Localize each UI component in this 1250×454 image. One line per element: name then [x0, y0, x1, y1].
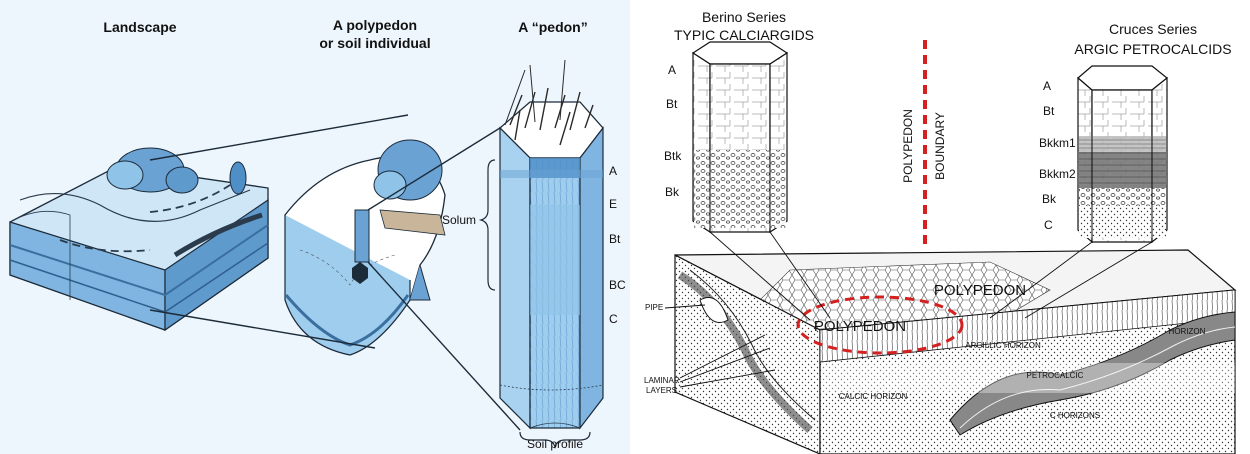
pedon-horizon-label: Bt — [609, 232, 621, 246]
title-landscape: Landscape — [103, 19, 176, 35]
label-petrocalcic: PETROCALCIC — [1027, 371, 1084, 380]
left-panel: Landscape A polypedon or soil individual… — [0, 0, 630, 454]
label-horizon: HORIZON — [1169, 327, 1206, 336]
cruces-series-title: Cruces Series — [1109, 21, 1197, 37]
label-polypedon-large: POLYPEDON — [934, 282, 1026, 299]
berino-horizon-label: A — [668, 63, 676, 77]
title-pedon: A “pedon” — [518, 19, 587, 35]
pedon-horizon-label: E — [609, 197, 617, 211]
title-polypedon-line1: A polypedon — [333, 17, 417, 33]
label-laminar-line1: LAMINAR — [644, 376, 680, 385]
soil-profile-label: Soil profile — [527, 437, 583, 451]
right-panel: Berino Series TYPIC CALCIARGIDS A Bt Btk… — [632, 0, 1250, 454]
pedon-horizon-label: BC — [609, 278, 626, 292]
berino-prism — [693, 42, 787, 232]
cruces-horizon-label: A — [1043, 79, 1051, 93]
boundary-word-boundary: BOUNDARY — [933, 112, 947, 180]
label-c-horizons: C HORIZONS — [1050, 411, 1100, 420]
label-calcic-horizon: CALCIC HORIZON — [839, 392, 908, 401]
pedon-horizon-label: A — [609, 164, 617, 178]
cruces-horizon-label: Bkkm2 — [1039, 167, 1076, 181]
cruces-horizon-label: Bt — [1043, 104, 1055, 118]
label-polypedon-small: POLYPEDON — [814, 318, 906, 335]
berino-horizon-label: Bt — [666, 97, 678, 111]
berino-subtitle: TYPIC CALCIARGIDS — [674, 27, 814, 43]
cruces-horizon-label: Bk — [1042, 192, 1057, 206]
berino-horizon-label: Bk — [665, 185, 680, 199]
cruces-horizon-label: Bkkm1 — [1039, 136, 1076, 150]
solum-label: Solum — [442, 213, 476, 227]
boundary-word-polypedon: POLYPEDON — [901, 109, 915, 183]
cruces-subtitle: ARGIC PETROCALCIDS — [1074, 41, 1231, 57]
berino-series-title: Berino Series — [702, 9, 786, 25]
title-polypedon-line2: or soil individual — [319, 35, 430, 51]
cruces-horizon-label: C — [1044, 218, 1053, 232]
label-laminar-line2: LAYERS — [646, 386, 677, 395]
cruces-prism — [1078, 66, 1167, 242]
label-argillic-horizon: ARGILLIC HORIZON — [965, 341, 1041, 350]
pedon-horizon-label: C — [609, 312, 618, 326]
label-pipe: PIPE — [645, 303, 663, 312]
berino-horizon-label: Btk — [664, 149, 682, 163]
